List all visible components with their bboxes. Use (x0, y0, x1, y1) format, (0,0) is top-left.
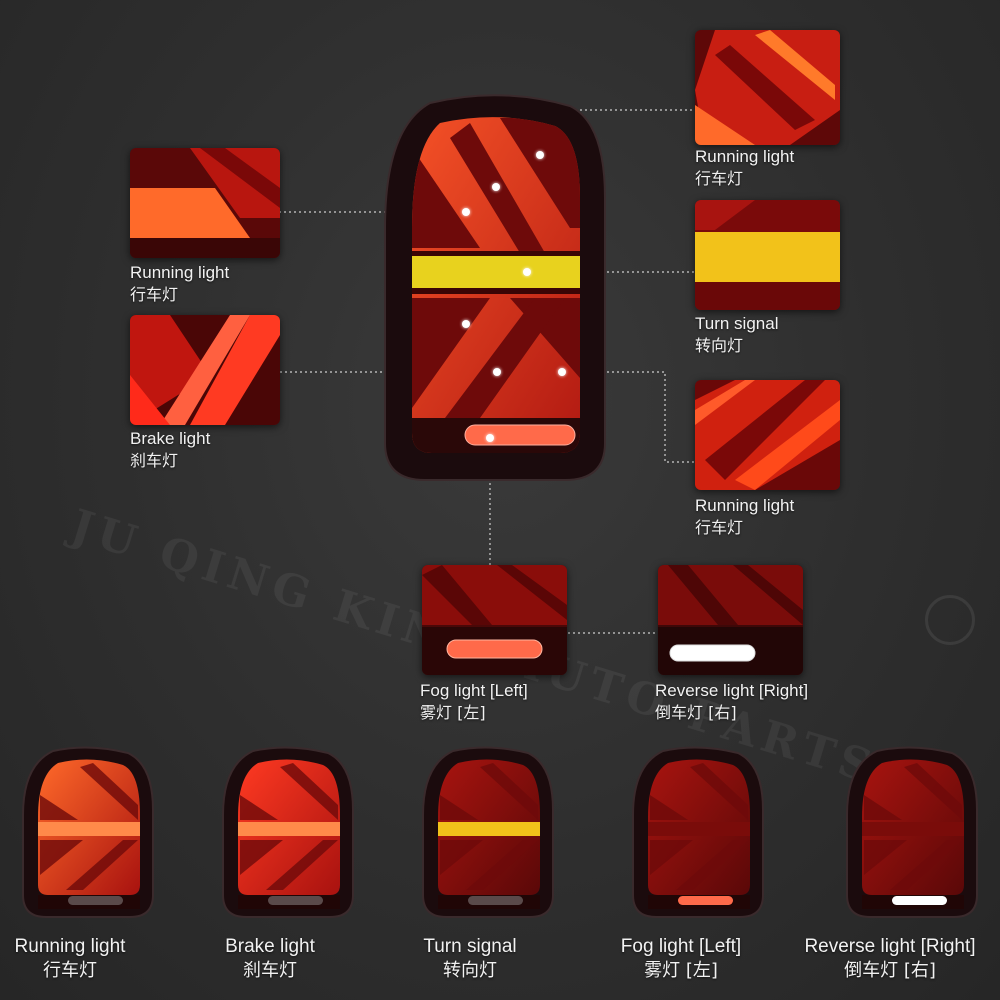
line-running-mid-right (562, 371, 695, 463)
dot-running-left (462, 208, 470, 216)
thumb-brake-left (130, 315, 280, 425)
dot-lower-left (462, 320, 470, 328)
label-zh: 倒车灯 [右] (844, 960, 936, 981)
label-en: Reverse light [Right] (804, 936, 976, 957)
mini-tail-light-reverse (846, 746, 978, 918)
label-en: Fog light [Left] (620, 936, 742, 957)
label-en: Running light (695, 147, 795, 166)
label-zh: 转向灯 (695, 336, 744, 355)
bottom-label-running: Running light 行车灯 (0, 935, 165, 983)
label-en: Running light (695, 496, 795, 515)
main-tail-light (384, 94, 606, 481)
mini-tail-light-turn (422, 746, 554, 918)
dot-brake (493, 368, 501, 376)
label-en: Reverse light [Right] (655, 681, 809, 700)
label-fog-left: Fog light [Left] 雾灯 [左] (420, 680, 528, 724)
bottom-label-turn: Turn signal 转向灯 (375, 935, 565, 983)
mini-tail-light-brake (222, 746, 354, 918)
label-brake-left: Brake light 刹车灯 (130, 428, 210, 472)
bottom-label-brake: Brake light 刹车灯 (175, 935, 365, 983)
bottom-label-fog: Fog light [Left] 雾灯 [左] (586, 935, 776, 983)
thumb-running-mid-right (695, 380, 840, 490)
label-en: Brake light (225, 936, 315, 957)
label-en: Brake light (130, 429, 211, 448)
label-en: Turn signal (423, 936, 517, 957)
thumb-reverse-right (658, 565, 803, 675)
thumb-turn-signal (695, 200, 840, 310)
mini-tail-light-fog (632, 746, 764, 918)
label-en: Running light (130, 263, 230, 282)
label-running-mid-right: Running light 行车灯 (695, 495, 794, 539)
bottom-label-reverse: Reverse light [Right] 倒车灯 [右] (785, 935, 995, 983)
label-zh: 转向灯 (443, 960, 497, 981)
thumb-running-top-right (695, 30, 840, 145)
mini-tail-light-running (22, 746, 154, 918)
registered-mark (925, 595, 975, 645)
dot-turn (523, 268, 531, 276)
dot-running-upper (492, 183, 500, 191)
label-zh: 行车灯 (695, 169, 744, 188)
label-zh: 雾灯 [左] (644, 960, 718, 981)
label-zh: 倒车灯 [右] (655, 703, 737, 722)
label-en: Turn signal (695, 314, 779, 333)
label-zh: 行车灯 (695, 518, 744, 537)
dot-running-top (536, 151, 544, 159)
label-zh: 雾灯 [左] (420, 703, 486, 722)
dot-running-mid (558, 368, 566, 376)
label-zh: 行车灯 (130, 285, 179, 304)
label-zh: 行车灯 (43, 960, 97, 981)
label-reverse-right: Reverse light [Right] 倒车灯 [右] (655, 680, 808, 724)
label-en: Fog light [Left] (420, 681, 528, 700)
label-zh: 刹车灯 (130, 451, 179, 470)
label-running-left: Running light 行车灯 (130, 262, 229, 306)
label-running-top-right: Running light 行车灯 (695, 146, 794, 190)
label-en: Running light (14, 936, 126, 957)
thumb-running-left (130, 148, 280, 258)
dot-fog (486, 434, 494, 442)
label-zh: 刹车灯 (243, 960, 297, 981)
thumb-fog-left (422, 565, 567, 675)
label-turn-right: Turn signal 转向灯 (695, 313, 778, 357)
